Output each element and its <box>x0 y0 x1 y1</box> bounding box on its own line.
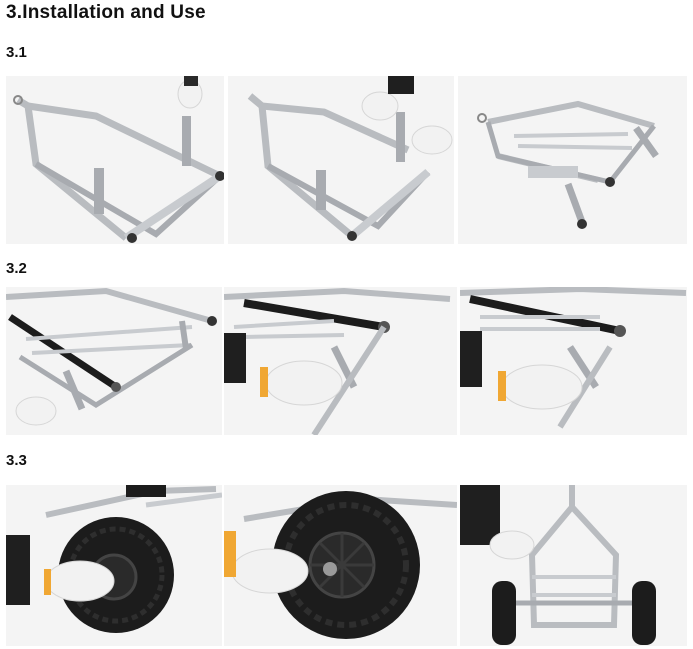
step-label-3-3: 3.3 <box>6 452 27 469</box>
hand-inserting-pin-icon <box>224 287 451 435</box>
photo-assembled-cart-frame <box>458 76 687 244</box>
photo-hand-on-wheel <box>6 485 222 646</box>
upright-cart-with-wheels-icon <box>460 485 656 645</box>
section-title: 3.Installation and Use <box>6 2 206 23</box>
photo-hand-fixing-wheel-nut <box>224 485 457 646</box>
step-label-3-1: 3.1 <box>6 44 27 61</box>
hand-on-wheel-icon <box>6 485 222 633</box>
hand-attaching-post-icon <box>247 76 453 241</box>
photo-frame-with-axle <box>6 287 222 435</box>
hand-locking-pin-icon <box>460 287 687 429</box>
photo-hand-inserting-pin <box>224 287 457 435</box>
hand-fixing-wheel-nut-icon <box>224 491 457 639</box>
photo-hand-locking-pin <box>460 287 687 435</box>
photo-hand-attaching-post <box>228 76 454 244</box>
photo-upright-cart-with-wheels <box>460 485 687 646</box>
frame-with-posts-icon <box>13 76 224 243</box>
assembled-cart-frame-icon <box>477 100 659 229</box>
frame-with-axle-icon <box>6 287 217 426</box>
step-label-3-2: 3.2 <box>6 260 27 277</box>
photo-frame-with-posts <box>6 76 224 244</box>
